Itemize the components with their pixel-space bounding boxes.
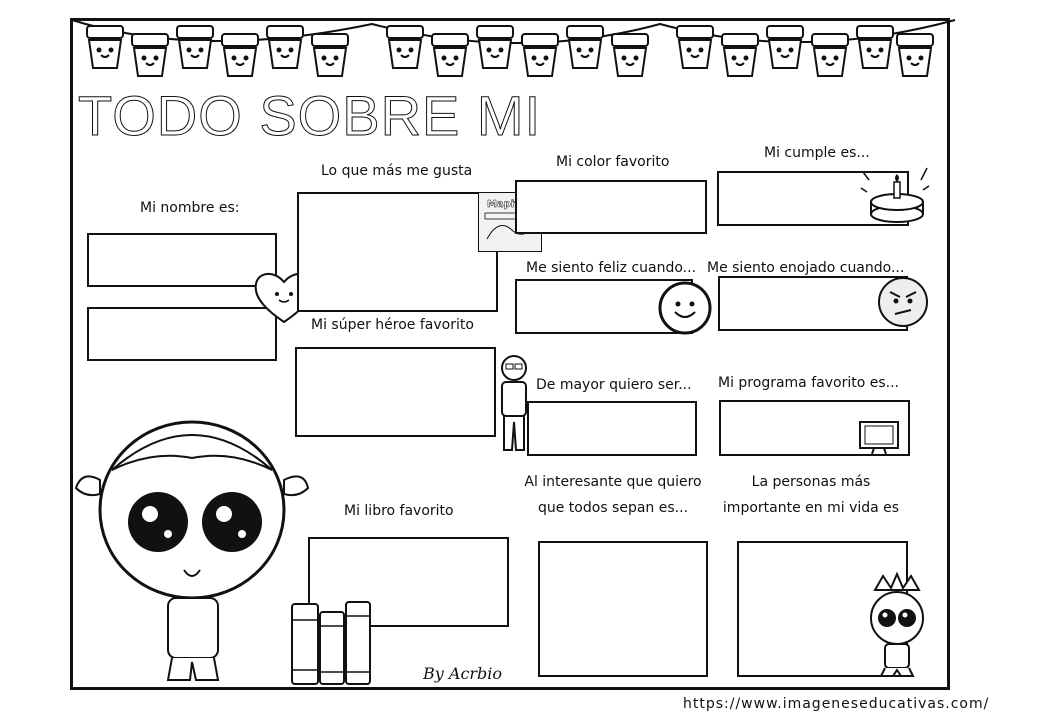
nombre-box-1[interactable]	[87, 233, 277, 287]
label-mayor: De mayor quiero ser...	[536, 377, 692, 393]
footer-url[interactable]: https://www.imageneseducativas.com/	[683, 696, 990, 712]
cupcake-flag	[566, 25, 604, 69]
cupcake-flag	[611, 33, 649, 77]
cupcake-flag	[266, 25, 304, 69]
cupcake-flag	[521, 33, 559, 77]
label-gusta: Lo que más me gusta	[321, 163, 473, 179]
kid-with-crown	[870, 571, 924, 677]
cupcake-flag	[176, 25, 214, 69]
label-color: Mi color favorito	[556, 154, 670, 170]
cupcake-flag	[476, 25, 514, 69]
label-personas-1: La personas más	[751, 474, 871, 490]
nombre-box-2[interactable]	[87, 307, 277, 361]
cupcake-flag	[676, 25, 714, 69]
cupcake-flag	[721, 33, 759, 77]
gusta-box[interactable]	[297, 192, 498, 312]
books-icon	[291, 601, 371, 685]
label-libro: Mi libro favorito	[344, 503, 454, 519]
label-heroe: Mi súper héroe favorito	[311, 317, 474, 333]
cupcake-flag	[386, 25, 424, 69]
smiley-icon	[658, 281, 712, 335]
mayor-box[interactable]	[527, 401, 697, 456]
label-feliz: Me siento feliz cuando...	[526, 260, 697, 276]
girl-character	[74, 420, 310, 681]
tv-icon	[859, 421, 899, 455]
boy-figure	[501, 355, 527, 451]
cupcake-flag	[86, 25, 124, 69]
page-frame	[70, 18, 950, 690]
label-interesante-1: Al interesante que quiero	[524, 474, 702, 490]
heroe-box[interactable]	[295, 347, 496, 437]
interesante-box[interactable]	[538, 541, 708, 677]
cupcake-flag	[811, 33, 849, 77]
cupcake-flag	[856, 25, 894, 69]
enojado-box[interactable]	[718, 276, 908, 331]
cupcake-flag	[131, 33, 169, 77]
label-personas-2: importante en mi vida es	[722, 500, 900, 516]
cupcake-flag	[221, 33, 259, 77]
label-programa: Mi programa favorito es...	[718, 375, 899, 391]
birthday-cake-icon	[860, 167, 930, 223]
cupcake-bunting	[71, 19, 956, 77]
cupcake-flag	[766, 25, 804, 69]
cupcake-flag	[311, 33, 349, 77]
cupcake-flag	[431, 33, 469, 77]
cupcake-flag	[896, 33, 934, 77]
page-title: TODO SOBRE MI	[77, 84, 542, 147]
label-enojado: Me siento enojado cuando...	[707, 260, 905, 276]
label-nombre: Mi nombre es:	[140, 200, 240, 216]
label-cumple: Mi cumple es...	[764, 145, 870, 161]
label-interesante-2: que todos sepan es...	[537, 500, 689, 516]
angry-face-icon	[878, 277, 928, 327]
signature: By Acrbio	[423, 664, 503, 683]
color-box[interactable]	[515, 180, 707, 234]
